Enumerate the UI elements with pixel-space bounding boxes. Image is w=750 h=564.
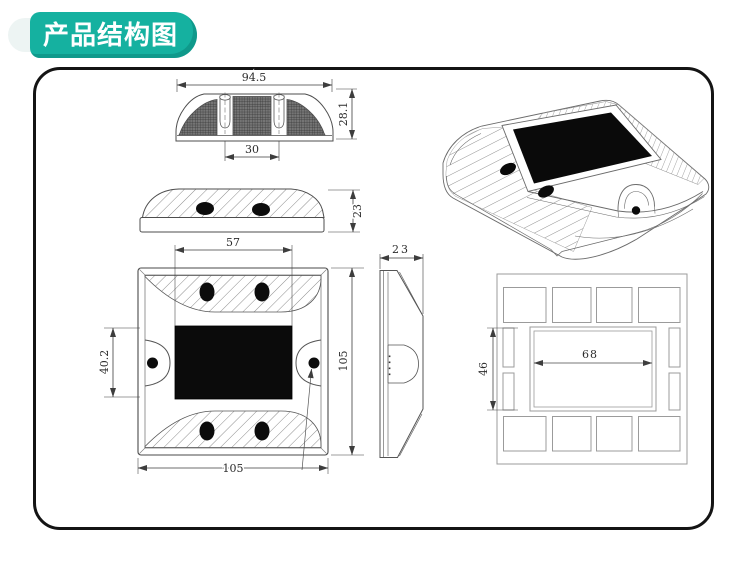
side-profile-view: 23 xyxy=(379,242,424,458)
dim-recess-height: 46 xyxy=(477,362,490,376)
section-title: 产品结构图 xyxy=(43,20,179,50)
dim-profile-thickness: 23 xyxy=(392,243,410,256)
dim-solar-width: 57 xyxy=(226,236,240,249)
dim-solar-height: 40.2 xyxy=(98,350,111,375)
mount-tab xyxy=(144,339,171,387)
screw-hole xyxy=(308,357,320,369)
reflector-face xyxy=(144,275,322,313)
led-dot xyxy=(199,282,215,302)
dim-recess-width: 68 xyxy=(582,348,598,361)
led-dot xyxy=(500,162,516,176)
led-dot xyxy=(252,203,270,216)
led-dot xyxy=(199,421,215,441)
screw-post xyxy=(219,92,231,134)
side-bump xyxy=(387,344,419,384)
led-dot xyxy=(196,202,214,215)
reflector-face xyxy=(144,410,322,448)
dim-front-width: 94.5 xyxy=(242,71,267,84)
solar-panel xyxy=(174,325,293,400)
screw-hole xyxy=(631,206,641,215)
dim-plan-height: 105 xyxy=(337,351,350,372)
solar-panel xyxy=(513,112,652,184)
dim-bolt-spacing: 30 xyxy=(245,143,259,156)
front-view: 94.5 28.1 30 xyxy=(175,70,357,161)
led-dot xyxy=(538,185,554,198)
leader-line xyxy=(301,368,314,471)
mount-tab xyxy=(295,339,322,387)
section-title-badge: 产品结构图 xyxy=(30,12,197,58)
mount-tab xyxy=(617,184,656,218)
dim-plan-width: 105 xyxy=(223,462,244,475)
dim-side-height: 23 xyxy=(351,204,364,218)
side-elevation-view: 23 xyxy=(139,188,366,233)
screw-hole xyxy=(147,357,158,369)
led-dot xyxy=(254,421,270,441)
led-dot xyxy=(254,282,270,302)
dim-front-height: 28.1 xyxy=(337,102,350,127)
battery-recess xyxy=(529,326,657,412)
isometric-view xyxy=(442,99,710,260)
bottom-view: 68 46 xyxy=(476,273,688,465)
plan-view: 57 40.2 105 105 xyxy=(97,235,364,477)
screw-post xyxy=(273,92,285,134)
